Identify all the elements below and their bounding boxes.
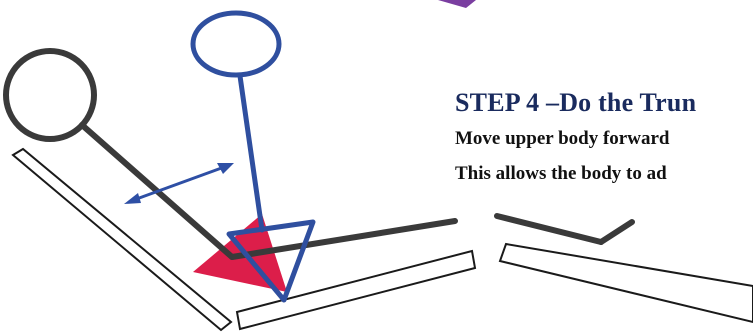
new-head: [193, 13, 279, 75]
step-instruction-1: Move upper body forward: [455, 128, 669, 150]
old-foot: [601, 222, 632, 242]
new-trunk: [240, 76, 262, 230]
motion-arrow-head-left: [124, 193, 141, 204]
step-instruction-2: This allows the body to ad: [455, 163, 667, 185]
old-shin: [497, 216, 601, 242]
step-title: STEP 4 –Do the Trun: [455, 88, 696, 118]
leg-table-segment: [500, 244, 753, 322]
purple-arrow-tip: [438, 0, 476, 8]
